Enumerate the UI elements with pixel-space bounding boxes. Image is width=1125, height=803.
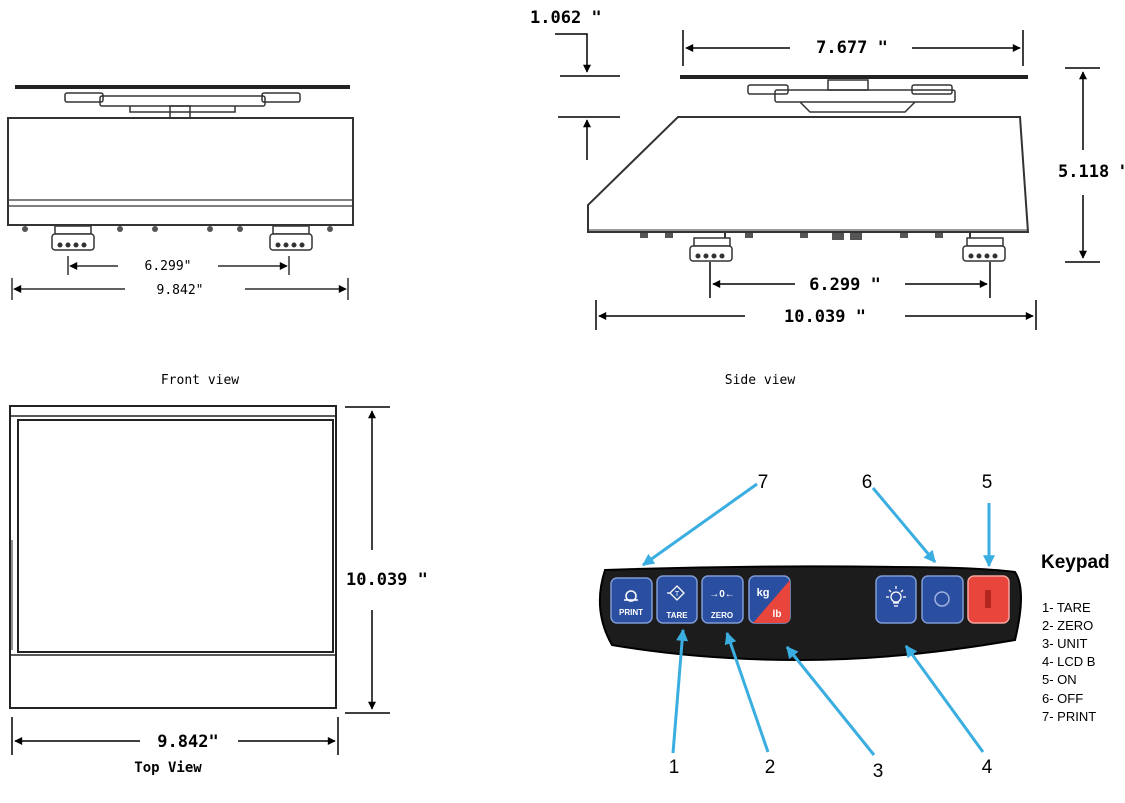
side-foot-right	[962, 237, 1006, 262]
print-symbol-icon	[625, 590, 637, 602]
side-clearance-dimension	[555, 33, 620, 160]
keypad-heading: Keypad	[1041, 552, 1110, 573]
legend-item-unit: 3- UNIT	[1042, 636, 1088, 651]
side-feet-dimension	[709, 262, 991, 298]
callout-arrow-2	[724, 631, 770, 753]
front-foot-right	[269, 225, 313, 251]
callout-number-4: 4	[982, 757, 993, 778]
tare-key[interactable]: T TARE	[656, 575, 698, 624]
unit-key-kg: kg	[757, 587, 770, 599]
top-view-caption: Top View	[134, 760, 202, 776]
front-body	[7, 117, 354, 226]
side-feet-dim-label: 6.299 "	[809, 275, 881, 295]
on-bar-icon	[985, 590, 991, 608]
unit-key-lb: lb	[773, 609, 782, 620]
zero-key-label: ZERO	[711, 611, 733, 620]
side-depth-dim-label: 10.039 "	[784, 307, 866, 327]
unit-key[interactable]: kg lb	[748, 575, 791, 624]
front-view: 6.299" 9.842" Front view	[7, 85, 354, 388]
front-width-dimension	[11, 278, 349, 300]
callout-number-5: 5	[982, 472, 993, 493]
off-key[interactable]	[921, 575, 964, 624]
top-outline	[9, 405, 337, 709]
keypad-legend: 1- TARE 2- ZERO 3- UNIT 4- LCD B 5- ON 6…	[1042, 600, 1096, 724]
side-platter-support	[747, 79, 956, 113]
zero-key[interactable]: →0← ZERO	[701, 575, 744, 624]
tare-symbol-icon	[669, 585, 685, 601]
front-view-caption: Front view	[161, 373, 239, 388]
side-height-dimension	[1065, 67, 1100, 263]
legend-item-off: 6- OFF	[1042, 691, 1083, 706]
legend-item-zero: 2- ZERO	[1042, 618, 1093, 633]
legend-item-print: 7- PRINT	[1042, 709, 1096, 724]
front-feet-dim-label: 6.299"	[145, 259, 192, 274]
legend-item-tare: 1- TARE	[1042, 600, 1091, 615]
callout-arrow-3	[785, 646, 876, 756]
side-foot-left	[689, 237, 733, 262]
front-underside	[22, 226, 333, 232]
front-platter	[15, 85, 350, 89]
callout-arrow-4	[904, 645, 985, 753]
side-height-dim-label: 5.118 "	[1058, 162, 1125, 182]
callout-arrows	[642, 482, 995, 756]
legend-item-on: 5- ON	[1042, 672, 1077, 687]
side-depth-dimension	[595, 300, 1037, 330]
side-view: 1.062 " 7.677 "	[530, 8, 1125, 388]
off-circle-icon	[934, 591, 950, 607]
top-depth-dimension	[345, 406, 390, 714]
callout-arrow-1	[671, 628, 689, 754]
top-depth-dim-label: 10.039 "	[346, 570, 428, 590]
side-clearance-dim-label: 1.062 "	[530, 8, 602, 28]
side-platter-dimension	[682, 30, 1024, 66]
callout-number-6: 6	[862, 472, 873, 493]
side-view-caption: Side view	[725, 373, 796, 388]
front-platter-support	[64, 92, 301, 119]
front-foot-left	[51, 225, 95, 251]
tare-key-label: TARE	[666, 611, 688, 620]
lightbulb-icon	[886, 586, 906, 607]
top-width-dim-label: 9.842"	[157, 732, 218, 752]
callout-number-1: 1	[669, 757, 680, 778]
print-key-label: PRINT	[619, 608, 643, 617]
keypad-diagram: PRINT T TARE →0← ZERO kg lb	[598, 472, 1110, 782]
front-feet-dimension	[67, 256, 290, 275]
front-width-dim-label: 9.842"	[157, 283, 204, 298]
print-key[interactable]: PRINT	[610, 577, 653, 624]
backlight-key[interactable]	[875, 575, 917, 624]
zero-key-symbol: →0←	[709, 589, 735, 600]
side-underside	[640, 233, 943, 240]
callout-number-7: 7	[758, 472, 769, 493]
top-view: 10.039 " 9.842" Top View	[9, 405, 428, 776]
on-key[interactable]	[967, 575, 1010, 624]
callout-arrow-7	[642, 482, 758, 567]
side-body	[587, 116, 1030, 238]
tare-symbol-letter: T	[675, 591, 680, 598]
callout-number-2: 2	[765, 757, 776, 778]
legend-item-lcd: 4- LCD B	[1042, 654, 1095, 669]
side-platter	[680, 75, 1028, 79]
callout-number-3: 3	[873, 761, 884, 782]
side-platter-dim-label: 7.677 "	[816, 38, 888, 58]
callout-arrow-6	[871, 487, 937, 563]
top-width-dimension	[11, 717, 339, 755]
